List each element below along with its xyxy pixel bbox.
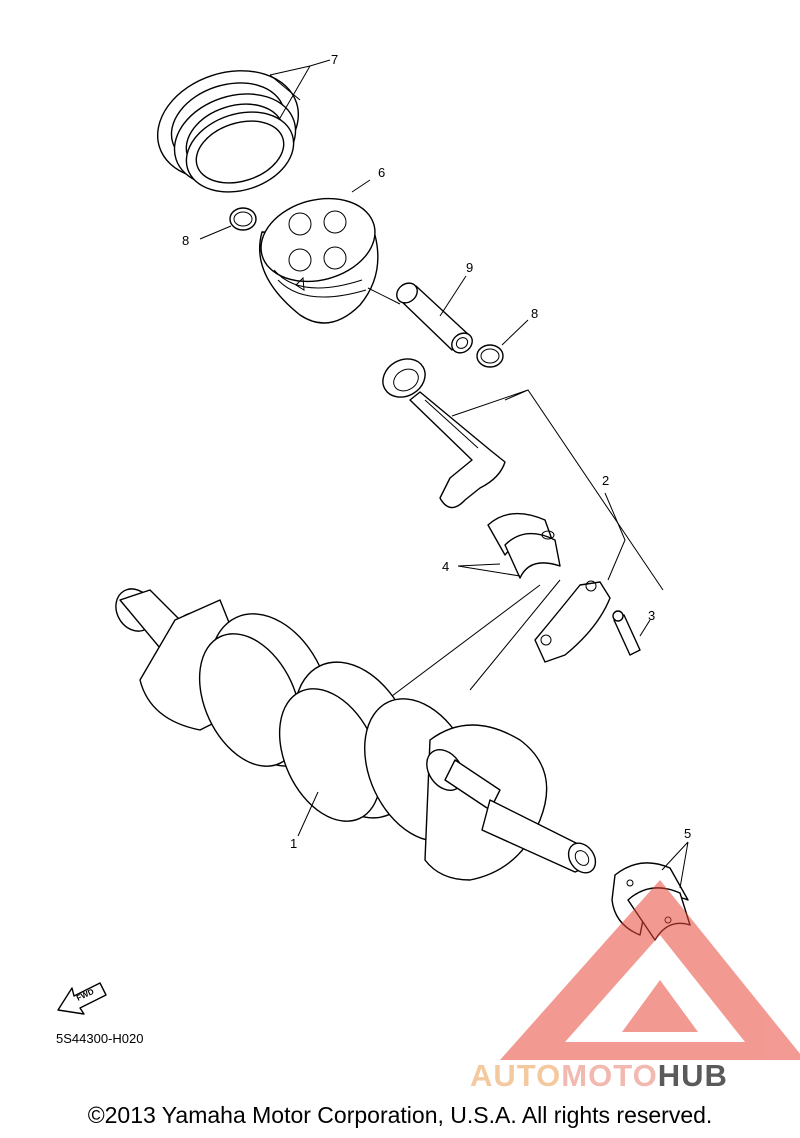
piston [258, 197, 379, 324]
callout-7: 7 [331, 52, 338, 67]
watermark-part3: HUB [657, 1058, 728, 1093]
circlip-upper [229, 207, 257, 231]
piston-pin [367, 282, 473, 354]
callout-1: 1 [290, 836, 297, 851]
piston-rings [156, 70, 300, 193]
watermark-logo [500, 880, 800, 1060]
callout-8-lower: 8 [531, 306, 538, 321]
callout-6: 6 [378, 165, 385, 180]
callout-8-upper: 8 [182, 233, 189, 248]
fwd-arrow-icon: FWD [57, 982, 107, 1015]
callout-2: 2 [602, 473, 609, 488]
connecting-rod [382, 358, 506, 509]
circlip-lower [476, 344, 504, 368]
watermark-text: AUTOMOTOHUB [470, 1058, 728, 1094]
crankshaft [115, 588, 597, 881]
rod-bolt [612, 610, 641, 656]
parts-diagram: FWD 7 6 8 9 8 2 4 3 5 1 [57, 52, 800, 1060]
diagram-code: 5S44300-H020 [56, 1031, 144, 1046]
rod-bearings [487, 512, 561, 579]
rod-cap [534, 580, 611, 663]
watermark-part2: MOTO [561, 1058, 658, 1093]
watermark-part1: AUTO [470, 1058, 562, 1093]
copyright: ©2013 Yamaha Motor Corporation, U.S.A. A… [87, 1102, 713, 1128]
callout-4: 4 [442, 559, 449, 574]
callout-3: 3 [648, 608, 655, 623]
callout-9: 9 [466, 260, 473, 275]
callout-5: 5 [684, 826, 691, 841]
